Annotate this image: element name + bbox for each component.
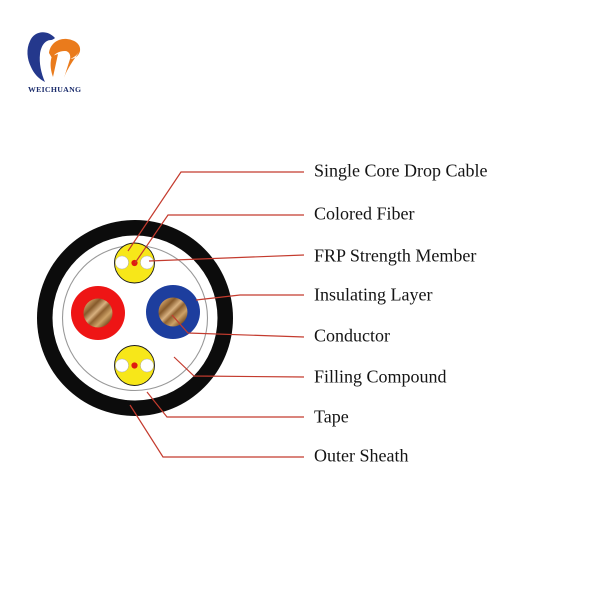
frp-strength-member-hole — [115, 358, 129, 373]
label-conductor: Conductor — [314, 325, 390, 346]
red-insulated-conductor — [71, 286, 125, 340]
brand-name: WEICHUANG — [28, 85, 81, 94]
leader-line-filling-compound — [173, 356, 305, 378]
label-single-core-drop-cable: Single Core Drop Cable — [314, 160, 488, 181]
label-outer-sheath: Outer Sheath — [314, 445, 409, 466]
leader-line-frp-strength-member — [148, 254, 305, 262]
brand-logo: WEICHUANG — [27, 32, 81, 94]
label-insulating-layer: Insulating Layer — [314, 284, 433, 305]
conductor-copper-red — [83, 298, 113, 328]
leader-line-conductor — [171, 314, 305, 338]
drop-cable-unit-bottom — [114, 345, 155, 386]
frp-strength-member-hole — [140, 255, 154, 270]
colored-fiber-dot — [131, 362, 138, 369]
leader-line-outer-sheath — [129, 404, 304, 458]
label-frp-strength-member: FRP Strength Member — [314, 245, 477, 266]
cable-body — [37, 220, 233, 416]
leader-line-insulating-layer — [195, 294, 304, 301]
label-tape: Tape — [314, 406, 349, 427]
conductor-copper-blue — [158, 297, 188, 327]
leader-line-tape — [146, 391, 304, 418]
leader-line-colored-fiber — [134, 214, 304, 264]
frp-strength-member-hole — [140, 358, 154, 373]
logo-blue-swoosh — [27, 32, 55, 82]
logo-w-icon — [27, 32, 81, 82]
logo-orange-swoosh — [49, 38, 81, 78]
drop-cable-unit-top — [114, 242, 155, 284]
frp-strength-member-hole — [115, 255, 129, 270]
blue-insulated-conductor — [146, 285, 200, 339]
leader-lines — [127, 171, 305, 458]
label-filling-compound: Filling Compound — [314, 366, 447, 387]
label-colored-fiber: Colored Fiber — [314, 203, 415, 224]
leader-line-single-core-drop-cable — [127, 171, 304, 252]
